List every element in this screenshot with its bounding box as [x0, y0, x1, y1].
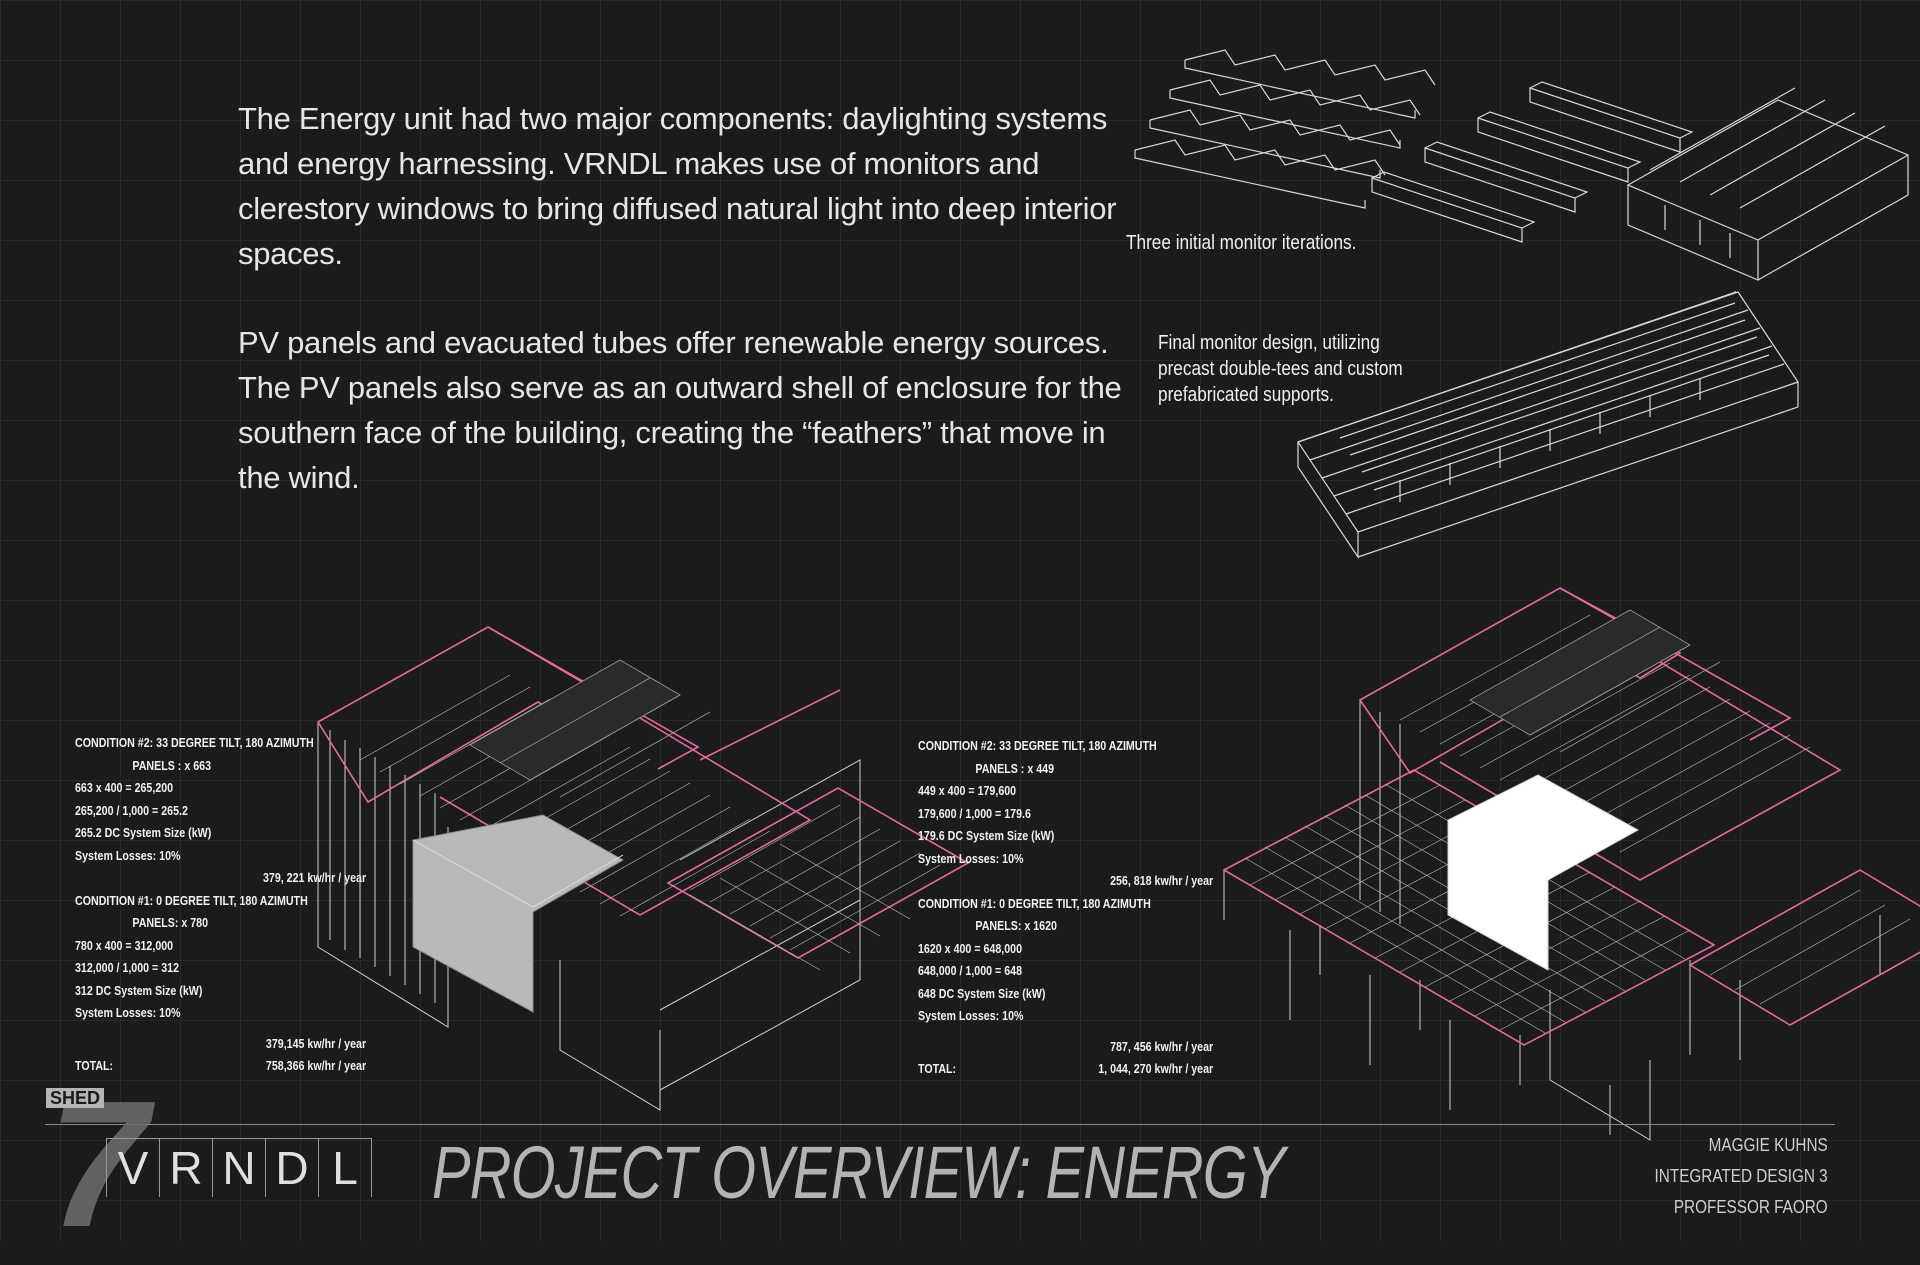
- condition-1-line-3: 648 DC System Size (kW): [918, 985, 1046, 1001]
- condition-1-header: CONDITION #1: 0 DEGREE TILT, 180 AZIMUTH: [918, 895, 1151, 911]
- logo-letter: D: [265, 1138, 318, 1197]
- logo-letter: V: [106, 1138, 159, 1197]
- monitor-iteration-1: [1134, 49, 1436, 209]
- condition-2-line-1: 449 x 400 = 179,600: [918, 783, 1017, 798]
- condition-2-line-3: 265.2 DC System Size (kW): [75, 825, 212, 840]
- caption-final-monitor: Final monitor design, utilizing precast …: [1158, 332, 1403, 406]
- condition-2-header: CONDITION #2: 33 DEGREE TILT, 180 AZIMUT…: [75, 735, 314, 750]
- final-monitor-drawing: [1297, 291, 1799, 559]
- condition-1-line-1: 1620 x 400 = 648,000: [918, 940, 1023, 956]
- right-energy-calculation: CONDITION #2: 33 DEGREE TILT, 180 AZIMUT…: [918, 735, 1213, 1081]
- condition-1-header: CONDITION #1: 0 DEGREE TILT, 180 AZIMUTH: [75, 892, 308, 908]
- condition-2-line-3: 179.6 DC System Size (kW): [918, 828, 1055, 843]
- left-energy-calculation: CONDITION #2: 33 DEGREE TILT, 180 AZIMUT…: [75, 732, 366, 1078]
- intro-paragraph-2: PV panels and evacuated tubes offer rene…: [238, 325, 1122, 495]
- monitor-iteration-3: [1626, 87, 1910, 281]
- condition-1-line-3: 312 DC System Size (kW): [75, 982, 203, 998]
- condition-2-panels: PANELS : x 449: [975, 760, 1055, 776]
- monitor-iteration-2: [1371, 81, 1694, 243]
- total-label: TOTAL:: [918, 1061, 957, 1076]
- total-value: 758,366 kw/hr / year: [265, 1058, 367, 1073]
- logo-letter: N: [212, 1138, 265, 1197]
- condition-2-line-2: 179,600 / 1,000 = 179.6: [918, 805, 1031, 821]
- vrndl-logo: V R N D L: [106, 1138, 372, 1197]
- condition-2-header: CONDITION #2: 33 DEGREE TILT, 180 AZIMUT…: [918, 738, 1157, 753]
- condition-1-panels: PANELS: x 1620: [975, 918, 1057, 933]
- total-row: TOTAL: 758,366 kw/hr / year: [75, 1055, 366, 1078]
- condition-1-result: 379,145 kw/hr / year: [265, 1035, 367, 1051]
- total-value: 1, 044, 270 kw/hr / year: [1098, 1061, 1214, 1076]
- condition-1-line-2: 648,000 / 1,000 = 648: [918, 963, 1023, 978]
- condition-1-line-2: 312,000 / 1,000 = 312: [75, 960, 180, 975]
- credits: MAGGIE KUHNS INTEGRATED DESIGN 3 PROFESS…: [1655, 1130, 1828, 1223]
- caption-monitor-iterations: Three initial monitor iterations.: [1126, 232, 1357, 254]
- logo-letter: R: [159, 1138, 212, 1197]
- total-row: TOTAL: 1, 044, 270 kw/hr / year: [918, 1058, 1213, 1081]
- footer-divider: [45, 1124, 1835, 1125]
- intro-paragraph-1: The Energy unit had two major components…: [238, 101, 1117, 271]
- condition-2-result: 379, 221 kw/hr / year: [262, 870, 367, 885]
- logo-shed: SHED: [46, 1088, 105, 1108]
- professor-name: PROFESSOR FAORO: [1674, 1197, 1828, 1217]
- condition-2-result: 256, 818 kw/hr / year: [1110, 873, 1214, 888]
- condition-1-line-1: 780 x 400 = 312,000: [75, 937, 174, 953]
- right-building-axonometric: [1222, 587, 1920, 1141]
- total-label: TOTAL:: [75, 1058, 114, 1073]
- condition-1-losses: System Losses: 10%: [75, 1005, 181, 1020]
- logo-letter: L: [318, 1138, 372, 1197]
- condition-1-result: 787, 456 kw/hr / year: [1110, 1038, 1214, 1054]
- author-name: MAGGIE KUHNS: [1708, 1135, 1828, 1155]
- page-title: PROJECT OVERVIEW: ENERGY: [432, 1131, 1285, 1214]
- condition-1-panels: PANELS: x 780: [132, 915, 209, 930]
- condition-2-line-1: 663 x 400 = 265,200: [75, 780, 174, 795]
- condition-1-losses: System Losses: 10%: [918, 1008, 1024, 1023]
- condition-2-panels: PANELS : x 663: [132, 757, 212, 773]
- condition-2-losses: System Losses: 10%: [75, 847, 181, 863]
- left-building-axonometric: [316, 626, 970, 1111]
- intro-text: The Energy unit had two major components…: [238, 96, 1138, 544]
- condition-2-losses: System Losses: 10%: [918, 850, 1024, 866]
- course-name: INTEGRATED DESIGN 3: [1654, 1166, 1828, 1186]
- condition-2-line-2: 265,200 / 1,000 = 265.2: [75, 802, 188, 818]
